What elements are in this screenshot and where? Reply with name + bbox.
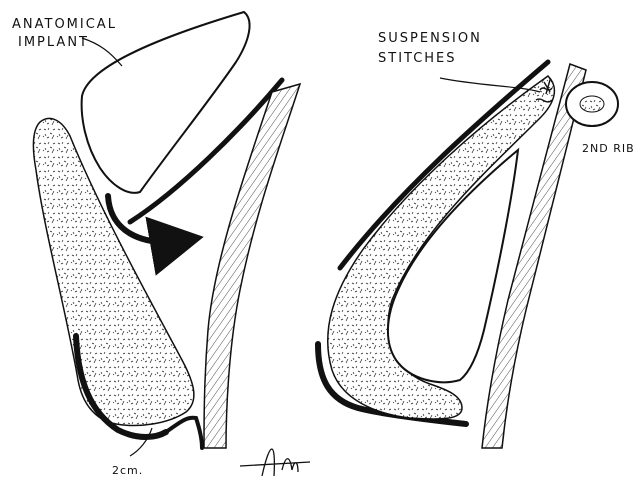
stitches-label-line2: STITCHES <box>378 51 457 66</box>
left-chest-wall <box>204 84 300 448</box>
measure-leader <box>130 428 152 456</box>
insertion-arrow <box>108 196 186 242</box>
rib-label: 2ND RIB <box>582 142 635 155</box>
rib-marrow <box>580 96 604 112</box>
artist-signature <box>240 449 310 476</box>
implant-label-line1: ANATOMICAL <box>12 17 117 32</box>
left-inframammary-fold <box>166 418 202 448</box>
stitches-label-line1: SUSPENSION <box>378 31 482 46</box>
implant-label-line2: IMPLANT <box>18 35 89 50</box>
anatomical-implant <box>82 12 250 193</box>
measure-label: 2cm. <box>112 464 143 477</box>
